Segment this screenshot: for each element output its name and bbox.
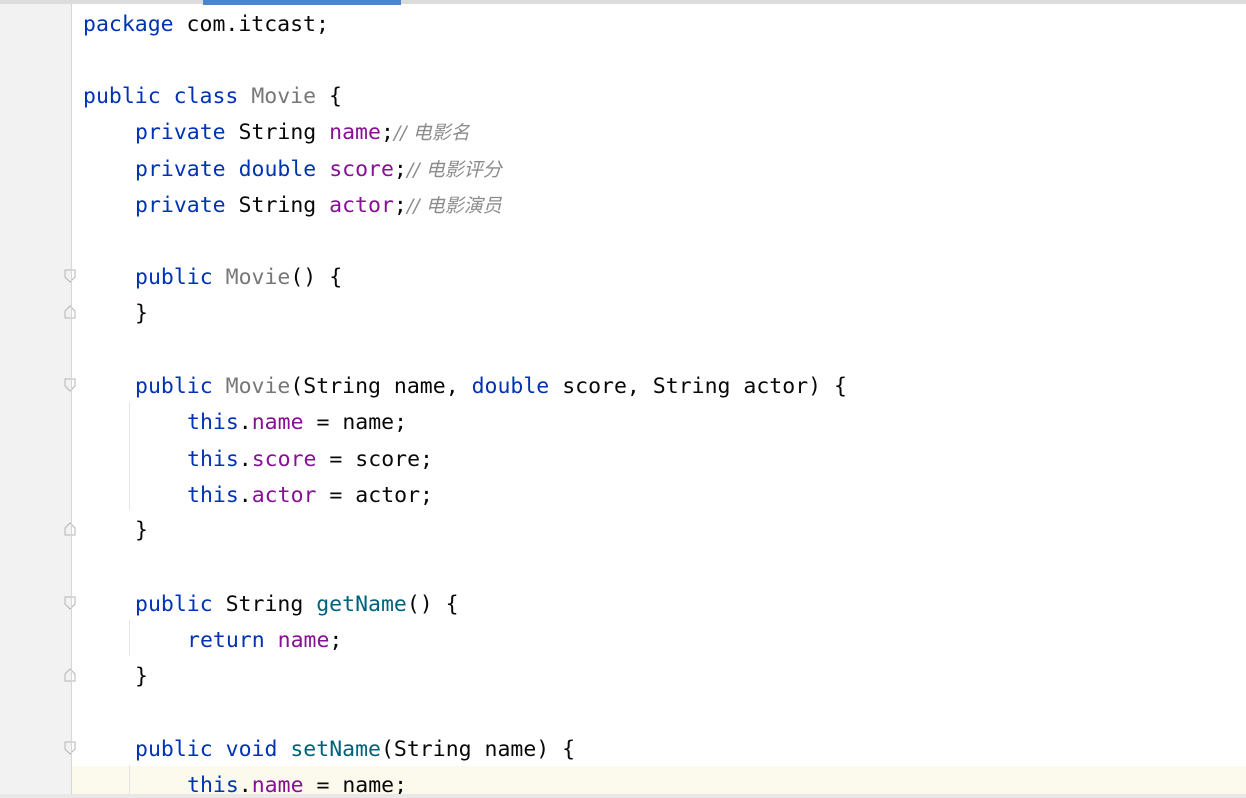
code-comment: // 电影演员 xyxy=(406,195,502,217)
gutter-divider xyxy=(71,4,72,798)
keyword: return xyxy=(187,628,265,653)
code-line[interactable]: public Movie(String name, double score, … xyxy=(135,371,847,403)
code-text: } xyxy=(135,301,148,326)
code-text: = actor; xyxy=(316,483,433,508)
code-line[interactable]: public class Movie { xyxy=(83,81,342,113)
keyword: public xyxy=(135,737,213,762)
fold-start-icon[interactable] xyxy=(64,269,76,283)
code-text: (String name, xyxy=(290,374,472,399)
code-text: } xyxy=(135,518,148,543)
code-comment: // 电影评分 xyxy=(406,159,502,181)
code-editor[interactable]: package com.itcast; public class Movie {… xyxy=(72,4,1246,798)
code-text: = name; xyxy=(303,410,408,435)
code-text: ; xyxy=(380,120,394,145)
field-name: name xyxy=(277,628,330,653)
field-name: actor xyxy=(251,483,317,508)
code-line[interactable]: public void setName(String name) { xyxy=(135,734,575,766)
indent-guide xyxy=(129,620,130,656)
code-line[interactable]: this.actor = actor; xyxy=(187,483,433,508)
keyword: class xyxy=(173,84,239,109)
code-line[interactable]: this.name = name; xyxy=(187,410,408,435)
field-name: actor xyxy=(329,193,394,218)
code-text: () { xyxy=(290,265,343,290)
indent-guide xyxy=(129,402,130,510)
code-text: } xyxy=(135,664,148,689)
method-name: setName xyxy=(290,737,381,762)
keyword: private xyxy=(135,193,226,218)
keyword: this xyxy=(187,483,239,508)
code-line[interactable]: } xyxy=(135,515,148,547)
type-name: String xyxy=(212,592,317,617)
fold-end-icon[interactable] xyxy=(64,668,76,682)
code-comment: // 电影名 xyxy=(393,122,470,144)
current-line-highlight xyxy=(72,766,1246,798)
code-text: { xyxy=(316,84,342,109)
code-line[interactable]: return name; xyxy=(187,625,342,657)
keyword: package xyxy=(83,12,174,37)
keyword: public xyxy=(135,265,213,290)
field-name: name xyxy=(329,120,381,145)
code-line[interactable]: this.name = name; xyxy=(187,773,408,798)
field-name: name xyxy=(251,410,304,435)
indent-guide xyxy=(129,765,130,798)
code-text: score, String actor) { xyxy=(549,374,847,399)
keyword: void xyxy=(225,737,278,762)
keyword: this xyxy=(187,773,239,798)
fold-end-icon[interactable] xyxy=(64,522,76,536)
code-line[interactable]: package com.itcast; xyxy=(83,9,329,41)
code-line[interactable]: public String getName() { xyxy=(135,589,459,621)
keyword: public xyxy=(83,84,161,109)
fold-end-icon[interactable] xyxy=(64,305,76,319)
type-name: String xyxy=(225,120,330,145)
code-line[interactable]: } xyxy=(135,298,148,330)
code-text: = name; xyxy=(303,773,408,798)
fold-start-icon[interactable] xyxy=(64,378,76,392)
method-name: getName xyxy=(316,592,407,617)
keyword: double xyxy=(238,157,317,182)
code-text: (String name) { xyxy=(380,737,576,762)
editor-tab-strip xyxy=(0,0,1246,4)
editor-bottom-border xyxy=(0,794,1246,798)
code-line[interactable]: private String name;// 电影名 xyxy=(135,117,470,149)
keyword: this xyxy=(187,447,239,472)
keyword: private xyxy=(135,120,226,145)
keyword: public xyxy=(135,374,213,399)
code-text: ; xyxy=(329,628,343,653)
class-name: Movie xyxy=(225,265,291,290)
keyword: this xyxy=(187,410,239,435)
code-line[interactable]: this.score = score; xyxy=(187,447,433,472)
class-name: Movie xyxy=(225,374,291,399)
field-name: name xyxy=(251,773,304,798)
code-text: = score; xyxy=(316,447,433,472)
code-line[interactable]: private double score;// 电影评分 xyxy=(135,154,502,186)
code-line[interactable]: private String actor;// 电影演员 xyxy=(135,190,502,222)
field-name: score xyxy=(329,157,394,182)
code-text: com.itcast; xyxy=(173,12,329,37)
class-name: Movie xyxy=(251,84,317,109)
code-line[interactable]: public Movie() { xyxy=(135,262,342,294)
code-text: ; xyxy=(393,157,407,182)
keyword: private xyxy=(135,157,226,182)
code-text: () { xyxy=(406,592,459,617)
editor-gutter[interactable] xyxy=(0,4,76,798)
fold-start-icon[interactable] xyxy=(64,596,76,610)
keyword: double xyxy=(471,374,550,399)
fold-start-icon[interactable] xyxy=(64,741,76,755)
type-name: String xyxy=(225,193,330,218)
keyword: public xyxy=(135,592,213,617)
code-line[interactable]: } xyxy=(135,661,148,693)
field-name: score xyxy=(251,447,317,472)
active-tab-indicator[interactable] xyxy=(203,0,401,5)
code-text: ; xyxy=(393,193,407,218)
